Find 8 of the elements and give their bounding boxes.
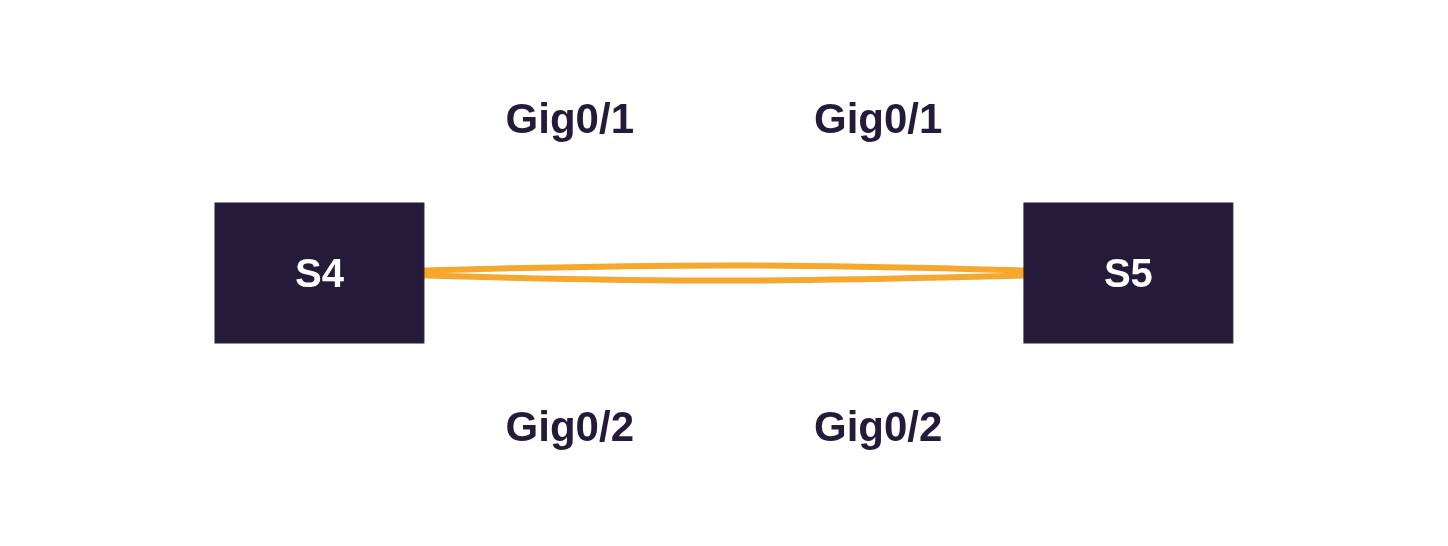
connector [423, 272, 1025, 284]
port-label: Gig0/1 [505, 95, 634, 143]
connector [423, 262, 1025, 274]
port-label: Gig0/1 [814, 95, 943, 143]
node-box: S5 [1023, 202, 1234, 344]
port-label: Gig0/2 [505, 403, 634, 451]
node-box: S4 [214, 202, 425, 344]
port-label: Gig0/2 [814, 403, 943, 451]
